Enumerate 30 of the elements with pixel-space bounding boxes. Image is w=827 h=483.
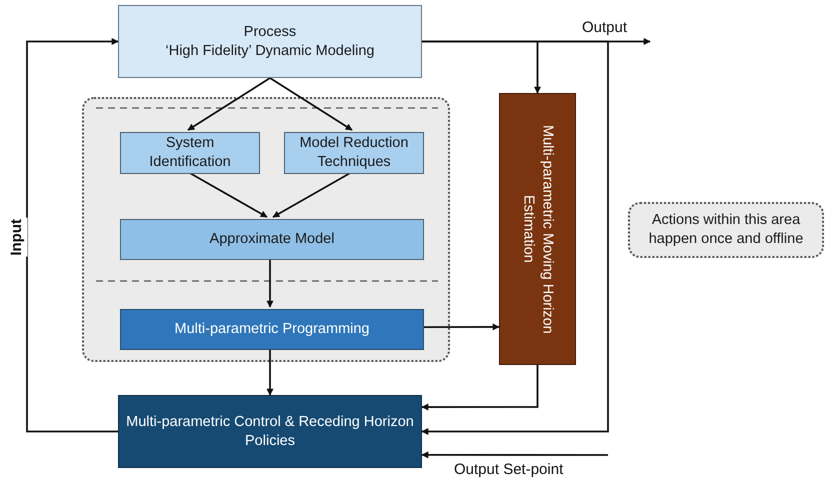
arrow — [421, 365, 538, 411]
node-text: Actions within this area happen once and offline — [648, 211, 804, 249]
arrow — [266, 348, 274, 396]
node-text: Multi-parametric Control & Receding Horizon Policies — [125, 412, 415, 450]
process-box — [120, 132, 260, 174]
edge-label: Output — [580, 19, 630, 38]
arrow — [421, 451, 608, 458]
controller-box — [118, 395, 422, 468]
process-box — [120, 309, 424, 350]
node-text: System Identification — [148, 134, 232, 172]
node-text: Multi-parametric Moving Horizon Estimation — [520, 124, 556, 334]
estimator-box — [499, 93, 576, 365]
process-box — [118, 5, 422, 78]
arrow — [187, 77, 270, 131]
process-box — [120, 219, 424, 260]
arrow — [421, 40, 609, 435]
arrow — [270, 77, 353, 131]
note-box — [628, 202, 824, 258]
arrow — [422, 38, 651, 45]
arrow — [266, 258, 274, 308]
edge-label: Output Set-point — [452, 461, 566, 480]
offline-area — [82, 97, 450, 362]
process-box — [284, 132, 424, 174]
node-text: Approximate Model — [208, 230, 336, 249]
node-text: Multi-parametric Programming — [174, 320, 370, 339]
node-text: ‘High Fidelity’ Dynamic Modeling — [164, 42, 376, 60]
node-text: Model Reduction Techniques — [298, 134, 410, 172]
arrow — [26, 38, 119, 432]
arrow — [422, 323, 500, 330]
node-text: Process — [242, 22, 298, 42]
